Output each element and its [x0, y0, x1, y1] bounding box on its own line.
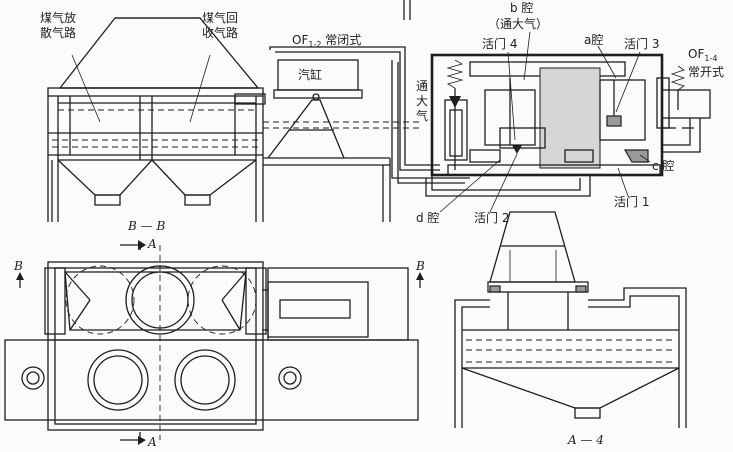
valve-assembly	[425, 53, 711, 197]
leader-lines	[439, 31, 651, 213]
atmosphere-label-1: 通	[416, 79, 428, 93]
cut-a-top-label: A	[147, 237, 157, 251]
valve2-label: 活门 2	[474, 210, 509, 225]
section-bb-view	[47, 17, 266, 222]
section-aa-label: A — 4	[567, 433, 604, 447]
section-bb-label: B — B	[127, 219, 165, 233]
plan-view	[4, 245, 419, 440]
cut-markers	[16, 240, 424, 445]
cylinder-label: 汽缸	[298, 67, 322, 82]
of14-note: 常开式	[688, 65, 724, 79]
chamber-d-label: d 腔	[416, 210, 439, 225]
chamber-b-note: （通大气）	[488, 16, 548, 31]
valve1-label: 活门 1	[614, 194, 649, 209]
cut-b-left-label: B	[13, 259, 23, 273]
chamber-c-label: c 腔	[652, 158, 674, 173]
valve1-wedge	[623, 149, 649, 163]
cut-a-bottom-label: A	[147, 435, 157, 449]
valve3-label: 活门 3	[624, 36, 659, 51]
vent-path-label-2: 散气路	[40, 25, 76, 40]
valve4-seat	[512, 145, 522, 154]
section-aa-view	[454, 211, 687, 428]
of12-label: OF1-2 常闭式	[292, 33, 361, 49]
of14-label: OF1-4	[688, 47, 717, 63]
cylinder-assembly	[263, 0, 470, 222]
chamber-b-core	[539, 67, 601, 169]
vent-path-label-1: 煤气放	[40, 10, 76, 25]
chamber-a-label: a腔	[584, 32, 603, 47]
atmosphere-label-2: 大	[416, 94, 428, 108]
valve4-label: 活门 4	[482, 36, 517, 51]
plan-base	[4, 339, 419, 421]
return-path-label-2: 收气路	[202, 25, 238, 40]
valve3-plug	[606, 115, 622, 127]
atmosphere-label-3: 气	[416, 108, 428, 123]
return-path-label-1: 煤气回	[202, 10, 238, 25]
chamber-b-label: b 腔	[510, 0, 533, 15]
cut-b-right-label: B	[415, 259, 425, 273]
